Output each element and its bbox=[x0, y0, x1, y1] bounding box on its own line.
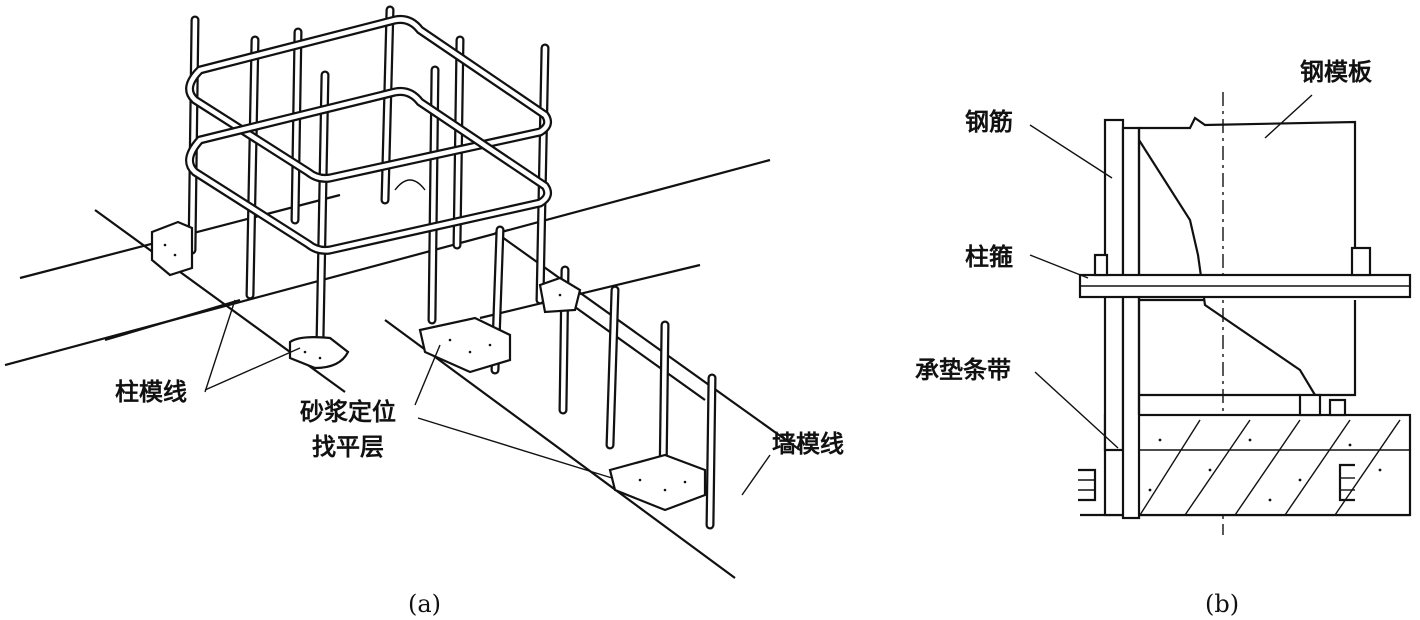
label-bearing-strip: 承垫条带 bbox=[915, 356, 1011, 384]
mortar-pads bbox=[150, 220, 707, 512]
label-rebar: 钢筋 bbox=[965, 108, 1013, 136]
label-steel-formwork: 钢模板 bbox=[1300, 58, 1373, 86]
vertical-rebars bbox=[187, 5, 717, 530]
cleats bbox=[1078, 463, 1355, 502]
label-column-hoop: 柱箍 bbox=[965, 243, 1013, 271]
label-column-form-line: 柱模线 bbox=[115, 378, 187, 406]
leader-lines-a bbox=[204, 299, 771, 496]
label-mortar-leveling-1: 砂浆定位 bbox=[300, 398, 396, 426]
label-wall-form-line: 墙模线 bbox=[772, 430, 844, 458]
caption-b: (b) bbox=[1205, 590, 1239, 618]
column-hoop bbox=[1078, 246, 1412, 299]
form-lines bbox=[4, 158, 801, 579]
stirrups bbox=[185, 15, 553, 255]
steel-formwork bbox=[1138, 116, 1357, 417]
leader-lines-b bbox=[1029, 94, 1313, 449]
caption-a: (a) bbox=[408, 590, 441, 618]
concrete-slab bbox=[1103, 413, 1412, 517]
figure-a: 柱模线 砂浆定位 找平层 墙模线 (a) bbox=[4, 5, 844, 618]
figure-b: 钢模板 钢筋 柱箍 承垫条带 (b) bbox=[915, 58, 1412, 618]
label-mortar-leveling-2: 找平层 bbox=[312, 433, 384, 461]
